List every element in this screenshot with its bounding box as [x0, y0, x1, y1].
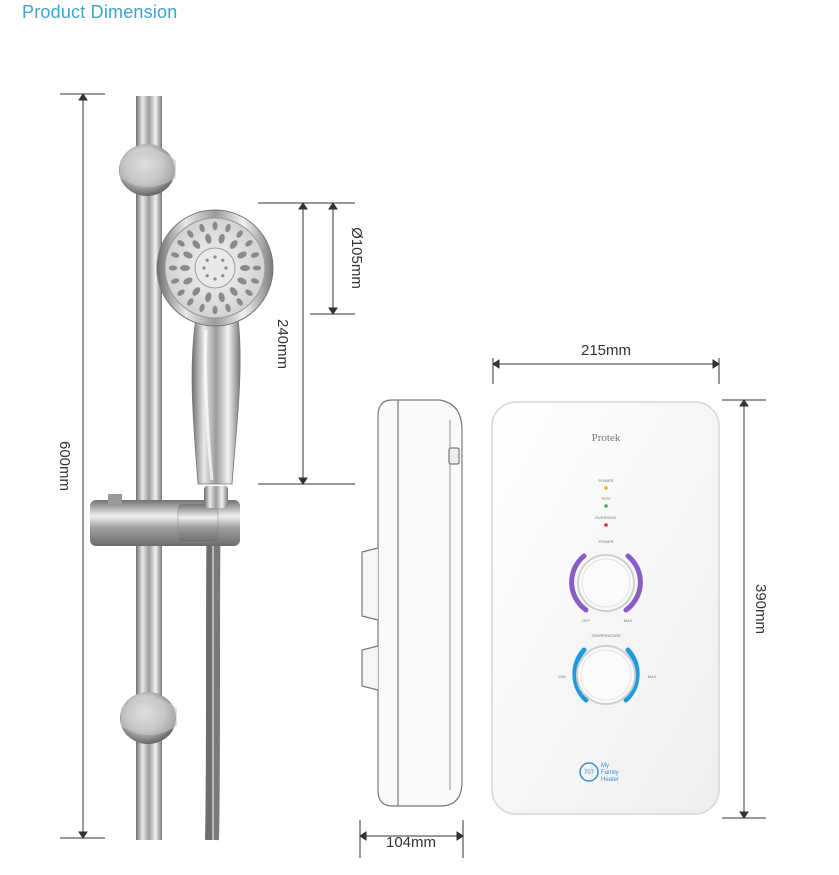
logo-line-3: Heater [601, 777, 619, 783]
power-dial-min-label: OFF [582, 618, 591, 623]
indicator-power-light [604, 486, 608, 490]
nozzle-hole [221, 274, 225, 278]
slide-rail-illustration [90, 96, 240, 841]
nozzle-hole [245, 289, 253, 296]
indicator-power-label: POWER [598, 478, 613, 483]
nozzle-hole [240, 265, 250, 271]
showerhead-length-dimension [258, 202, 355, 485]
water-heater-front: Protek POWER TEST OVERHEAT POWER OFF MAX… [491, 401, 720, 815]
nozzle-hole [250, 252, 260, 258]
page-title: Product Dimension [22, 2, 178, 22]
heater-side-view [361, 399, 463, 807]
nozzle-hole [218, 233, 225, 244]
nozzle-hole [229, 287, 238, 296]
nozzle-hole [218, 292, 225, 303]
nozzle-hole [221, 258, 225, 262]
nozzle-hole [177, 240, 185, 247]
heater-width-dimension [492, 358, 720, 384]
nozzle-hole [202, 266, 206, 270]
power-dial-knob[interactable] [577, 554, 635, 612]
nozzle-hole [224, 266, 228, 270]
nozzle-hole [183, 277, 193, 285]
rail-height-label: 600mm [56, 441, 73, 491]
nozzle-hole [187, 298, 194, 306]
nozzle-hole [192, 240, 201, 249]
nozzle-hole [252, 265, 262, 271]
nozzle-hole [170, 278, 180, 284]
indicator-test-light [604, 504, 608, 508]
power-dial-label: POWER [598, 539, 613, 544]
heater-depth-label: 104mm [386, 834, 436, 851]
heater-height-label: 390mm [752, 584, 769, 634]
nozzle-hole [236, 298, 243, 306]
showerhead-nozzles [168, 221, 262, 315]
logo-line-2: Family [601, 770, 619, 776]
family-heater-logo-icon [579, 762, 599, 782]
nozzle-hole [192, 287, 201, 296]
nozzle-hole [212, 221, 218, 231]
nozzle-hole [213, 277, 217, 281]
logo-number: 707 [584, 770, 595, 776]
nozzle-hole [183, 251, 193, 259]
power-dial-max-label: MAX [624, 618, 633, 623]
heater-height-dimension [722, 399, 766, 819]
nozzle-hole [212, 305, 218, 315]
showerhead-length-label: 240mm [274, 319, 291, 369]
nozzle-hole [177, 289, 185, 296]
nozzle-hole [205, 274, 209, 278]
rail-height-dimension [60, 93, 105, 839]
brand-logo: Protek [592, 432, 621, 444]
showerhead-diameter-label: Ø105mm [348, 227, 365, 289]
nozzle-hole [205, 258, 209, 262]
nozzle-hole [229, 240, 238, 249]
temp-dial-min-label: MIN [558, 674, 565, 679]
temperature-dial-knob[interactable] [576, 645, 636, 705]
nozzle-hole [213, 255, 217, 259]
showerhead-diameter-dimension [310, 202, 355, 315]
showerhead-illustration [156, 209, 274, 485]
nozzle-hole [237, 251, 247, 259]
temp-dial-max-label: MAX [648, 674, 657, 679]
logo-line-1: My [601, 763, 609, 769]
nozzle-hole [199, 223, 205, 233]
nozzle-hole [205, 292, 212, 303]
nozzle-hole [245, 240, 253, 247]
nozzle-hole [205, 233, 212, 244]
nozzle-hole [237, 277, 247, 285]
nozzle-hole [199, 303, 205, 313]
nozzle-hole [168, 265, 178, 271]
nozzle-hole [225, 303, 231, 313]
nozzle-hole [225, 223, 231, 233]
indicator-overheat-label: OVERHEAT [595, 515, 617, 520]
heater-depth-dimension [359, 820, 464, 858]
nozzle-hole [180, 265, 190, 271]
nozzle-hole [187, 230, 194, 238]
nozzle-hole [170, 252, 180, 258]
heater-width-label: 215mm [581, 342, 631, 359]
temp-dial-label: TEMPERATURE [591, 633, 621, 638]
nozzle-hole [236, 230, 243, 238]
indicator-test-label: TEST [601, 496, 612, 501]
indicator-overheat-light [604, 523, 608, 527]
nozzle-hole [250, 278, 260, 284]
